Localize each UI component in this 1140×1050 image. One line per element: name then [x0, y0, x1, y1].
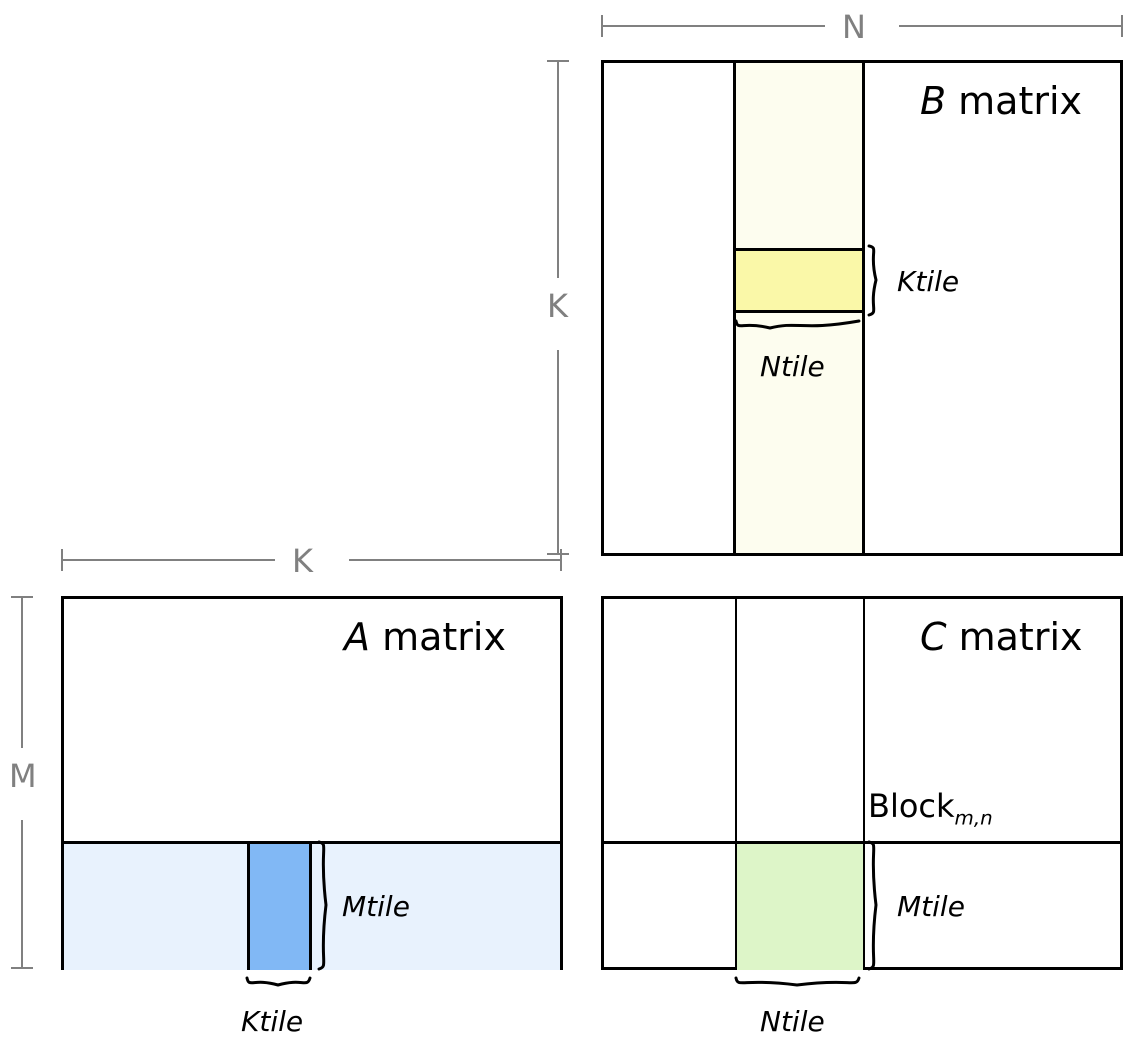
dimension-line-n [601, 15, 1123, 37]
a-matrix-row-divider [64, 841, 560, 844]
c-matrix-title: C matrix [920, 618, 1083, 656]
b-matrix-column-divider-left [733, 63, 736, 553]
b-matrix-tile [736, 248, 862, 313]
dimension-line-m [11, 596, 33, 969]
c-matrix-block-label-base: Block [868, 787, 955, 825]
b-matrix-title-symbol: B [920, 79, 947, 123]
c-matrix-title-symbol: C [920, 615, 947, 659]
a-matrix-title-word: matrix [370, 615, 506, 659]
a-matrix-title-symbol: A [344, 615, 370, 659]
a-matrix-ktile-label: Ktile [241, 1005, 304, 1038]
c-matrix-block-label: Blockm,n [868, 790, 993, 828]
c-matrix-tile [737, 844, 863, 970]
b-matrix-column-divider-right [862, 63, 865, 553]
c-matrix-row-divider [604, 841, 1120, 844]
b-matrix-box [601, 60, 1123, 556]
a-matrix-box [61, 596, 563, 970]
c-matrix-column-divider-right [863, 599, 865, 967]
b-matrix-ktile-label: Ktile [897, 265, 960, 298]
c-matrix-ntile-brace [734, 976, 861, 987]
a-matrix-mtile-brace [317, 840, 328, 971]
c-matrix-column-divider-left [735, 599, 737, 967]
b-matrix-ktile-brace [867, 244, 878, 317]
a-matrix-ktile-brace [245, 976, 312, 987]
dimension-label-k-vertical: K [547, 287, 568, 325]
b-matrix-title-word: matrix [946, 79, 1083, 123]
b-matrix-ntile-brace [734, 319, 861, 330]
c-matrix-mtile-label: Mtile [897, 890, 965, 923]
c-matrix-box [601, 596, 1123, 970]
b-matrix-ntile-label: Ntile [760, 350, 825, 383]
c-matrix-ntile-label: Ntile [760, 1005, 825, 1038]
dimension-label-n: N [842, 8, 866, 46]
c-matrix-mtile-brace [867, 840, 878, 971]
dimension-label-k-horizontal: K [292, 542, 313, 580]
b-matrix-title: B matrix [920, 82, 1082, 120]
dimension-label-m: M [9, 757, 37, 795]
dimension-line-k-horizontal [61, 549, 562, 571]
a-matrix-mtile-label: Mtile [342, 890, 410, 923]
a-matrix-title: A matrix [344, 618, 506, 656]
c-matrix-title-word: matrix [946, 615, 1083, 659]
a-matrix-row-band [64, 843, 560, 970]
dimension-line-k-vertical [547, 60, 569, 555]
c-matrix-block-label-subscript: m,n [954, 806, 993, 830]
a-matrix-tile [247, 844, 312, 970]
